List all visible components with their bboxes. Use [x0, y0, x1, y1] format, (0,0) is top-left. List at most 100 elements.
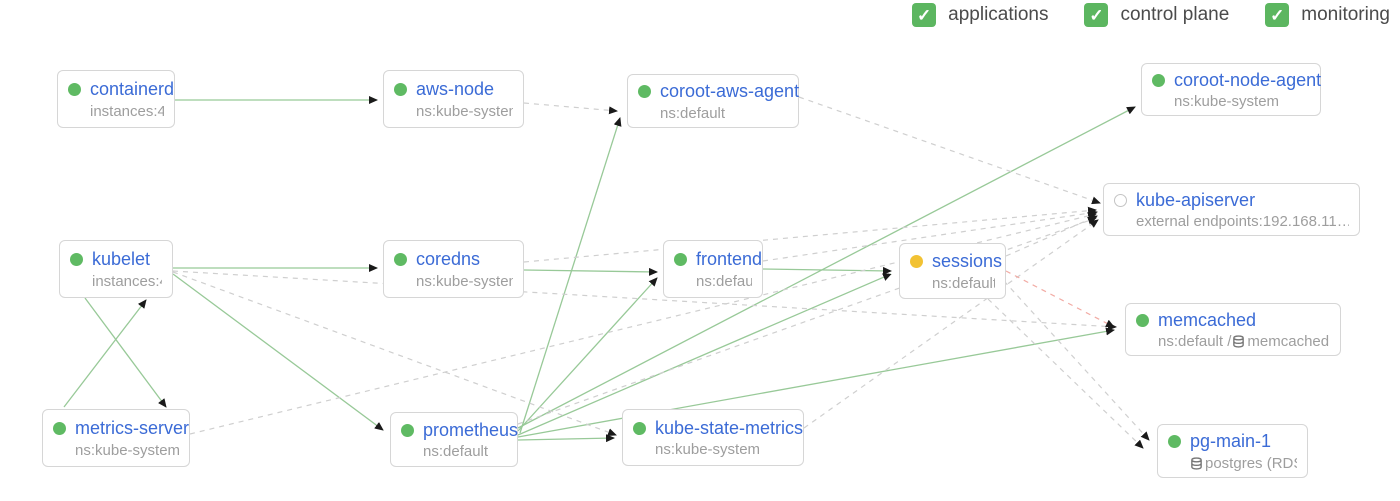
status-ok-icon: [394, 83, 407, 96]
status-ok-icon: [674, 253, 687, 266]
status-ok-icon: [394, 253, 407, 266]
service-name-link[interactable]: sessions: [932, 251, 1003, 271]
filter-checkbox-control-plane[interactable]: ✓ control plane: [1084, 3, 1229, 27]
edge-kubelet-to-kube-state-metrics: [172, 271, 617, 436]
service-name-link[interactable]: memcached: [1158, 309, 1257, 330]
edge-prometheus-to-sessions: [517, 273, 892, 436]
service-title-row: containerd: [68, 79, 174, 101]
service-node-sessions[interactable]: sessions ns:default: [899, 243, 1006, 299]
service-subtitle: ns:default: [696, 273, 752, 290]
service-subtitle: instances:4: [90, 103, 164, 120]
service-subtitle: external endpoints:192.168.11…: [1136, 213, 1349, 230]
status-ok-icon: [638, 85, 651, 98]
subtitle-text: memcached: [1247, 333, 1330, 350]
service-name-link[interactable]: kubelet: [92, 249, 151, 269]
subtitle-text: ns:kube-system: [75, 441, 179, 459]
service-node-prometheus[interactable]: prometheus ns:default: [390, 412, 518, 467]
subtitle-text: ns:default: [423, 443, 489, 460]
service-subtitle: ns:default: [932, 275, 995, 292]
filter-label: applications: [948, 4, 1049, 25]
database-icon: [1191, 456, 1202, 470]
service-subtitle: ns:default: [660, 105, 788, 122]
subtitle-text: ns:kube-system: [416, 102, 513, 120]
status-ok-icon: [70, 253, 83, 266]
service-title-row: sessions: [910, 251, 1002, 273]
service-node-pg-main-1[interactable]: pg-main-1 postgres (RDS): [1157, 424, 1308, 478]
subtitle-text: ns:default: [932, 274, 995, 292]
service-node-frontend[interactable]: frontend ns:default: [663, 240, 763, 298]
service-subtitle: ns:kube-system: [655, 441, 793, 458]
service-node-containerd[interactable]: containerd instances:4: [57, 70, 175, 128]
service-name-link[interactable]: prometheus: [423, 419, 519, 440]
service-name-link[interactable]: metrics-server: [75, 418, 190, 438]
status-ok-icon: [401, 423, 414, 437]
edge-kubelet-to-memcached: [172, 270, 1117, 331]
service-subtitle: ns:kube-system: [416, 273, 513, 290]
service-name-link[interactable]: coredns: [416, 249, 481, 269]
checkbox-checked-icon[interactable]: ✓: [1084, 3, 1109, 27]
edge-frontend-to-sessions: [762, 266, 892, 275]
service-title-row: aws-node: [394, 79, 513, 101]
service-name-link[interactable]: frontend: [696, 249, 763, 269]
filter-checkbox-applications[interactable]: ✓ applications: [912, 3, 1048, 27]
status-ok-icon: [53, 422, 66, 435]
service-title-row: pg-main-1: [1168, 431, 1297, 453]
checkbox-checked-icon[interactable]: ✓: [912, 3, 937, 27]
edge-sessions-to-kube-apiserver: [1005, 215, 1098, 257]
service-name-link[interactable]: coroot-node-agent: [1174, 69, 1322, 90]
service-node-kube-state-metrics[interactable]: kube-state-metrics ns:kube-system: [622, 409, 804, 466]
edge-kube-state-metrics-to-kube-apiserver: [803, 219, 1099, 429]
service-title-row: coroot-node-agent: [1152, 69, 1321, 91]
service-node-metrics-server[interactable]: metrics-server ns:kube-system: [42, 409, 190, 467]
filter-checkbox-monitoring[interactable]: ✓ monitoring: [1265, 3, 1390, 27]
service-node-coredns[interactable]: coredns ns:kube-system: [383, 240, 524, 298]
edge-kubelet-to-metrics-server: [84, 297, 167, 408]
status-warning-icon: [910, 255, 923, 268]
filter-label: monitoring: [1301, 4, 1390, 25]
subtitle-text: ns:kube-system: [1174, 93, 1280, 110]
status-unknown-icon: [1114, 193, 1127, 207]
service-subtitle: ns:kube-system: [75, 442, 179, 459]
service-title-row: coredns: [394, 249, 513, 271]
service-name-link[interactable]: kube-apiserver: [1136, 189, 1256, 210]
service-name-link[interactable]: aws-node: [416, 79, 495, 99]
status-ok-icon: [68, 83, 81, 96]
service-name-link[interactable]: pg-main-1: [1190, 431, 1272, 451]
service-node-kube-apiserver[interactable]: kube-apiserver external endpoints:192.16…: [1103, 183, 1360, 236]
edge-coredns-to-frontend: [523, 267, 658, 276]
service-subtitle: postgres (RDS): [1190, 455, 1297, 472]
service-node-memcached[interactable]: memcached ns:default / memcached: [1125, 303, 1341, 356]
status-ok-icon: [1168, 435, 1181, 448]
service-node-coroot-aws-agent[interactable]: coroot-aws-agent ns:default: [627, 74, 799, 128]
service-title-row: kube-state-metrics: [633, 417, 803, 439]
service-title-row: kubelet: [70, 249, 162, 271]
service-name-link[interactable]: containerd: [90, 79, 175, 99]
service-title-row: memcached: [1136, 309, 1330, 331]
service-node-kubelet[interactable]: kubelet instances:4: [59, 240, 173, 298]
service-subtitle: ns:kube-system: [1174, 93, 1310, 110]
subtitle-text: ns:kube-system: [416, 272, 513, 290]
edge-sessions-to-memcached: [1005, 270, 1115, 328]
service-title-row: frontend: [674, 249, 762, 271]
service-title-row: prometheus: [401, 419, 518, 441]
service-node-coroot-node-agent[interactable]: coroot-node-agent ns:kube-system: [1141, 63, 1321, 116]
service-name-link[interactable]: coroot-aws-agent: [660, 81, 800, 101]
edge-prometheus-to-memcached: [517, 327, 1115, 438]
subtitle-text: external endpoints:192.168.11…: [1136, 213, 1349, 230]
checkbox-checked-icon[interactable]: ✓: [1265, 3, 1290, 27]
service-name-link[interactable]: kube-state-metrics: [655, 417, 804, 438]
status-ok-icon: [1136, 313, 1149, 327]
subtitle-text: ns:kube-system: [655, 441, 761, 458]
service-node-aws-node[interactable]: aws-node ns:kube-system: [383, 70, 524, 128]
service-subtitle: ns:kube-system: [416, 103, 513, 120]
database-icon: [1233, 335, 1245, 348]
subtitle-text: ns:default: [660, 104, 726, 122]
edge-prometheus-to-coroot-aws-agent: [519, 117, 622, 434]
service-subtitle: ns:default / memcached: [1158, 333, 1330, 350]
subtitle-text: ns:default: [696, 272, 752, 290]
edge-metrics-server-to-kubelet: [63, 299, 147, 408]
service-title-row: kube-apiserver: [1114, 189, 1349, 211]
map-filters: ✓ applications ✓ control plane ✓ monitor…: [912, 3, 1390, 27]
subtitle-text: instances:4: [90, 102, 164, 120]
